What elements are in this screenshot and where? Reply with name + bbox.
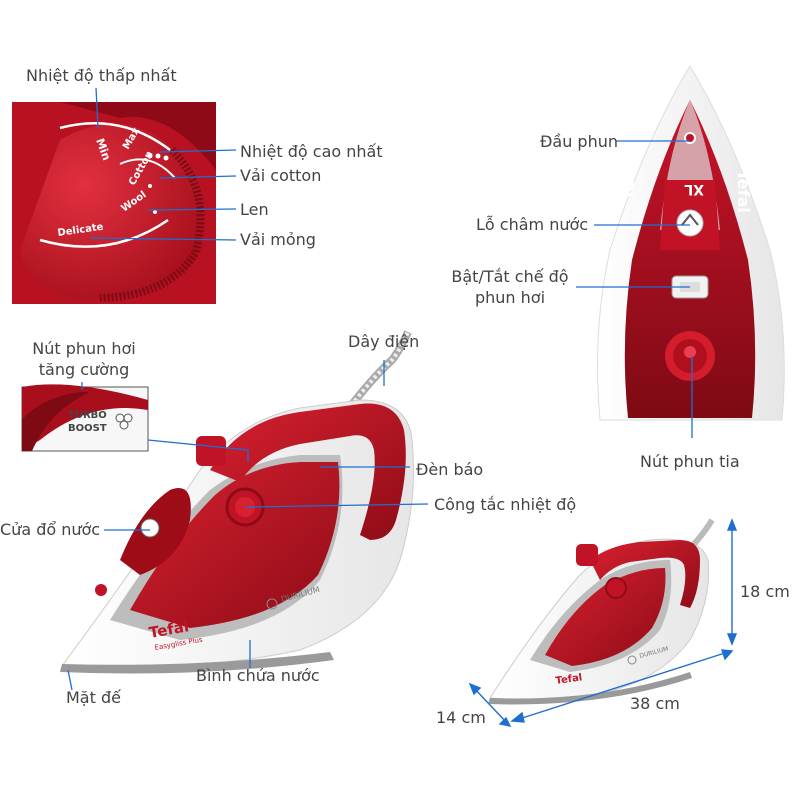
- label-turbo: Nút phun hơi tăng cường: [22, 338, 146, 380]
- dimension-arrows: [468, 518, 738, 727]
- svg-text:Tefal: Tefal: [619, 157, 638, 200]
- leader-lines: [67, 87, 693, 691]
- top-brand-text: Tefal: [734, 170, 753, 213]
- label-water-door: Cửa đổ nước: [0, 520, 101, 539]
- dimension-width: 14 cm: [436, 708, 486, 727]
- label-turbo-line2: tăng cường: [38, 360, 130, 379]
- label-turbo-line1: Nút phun hơi: [32, 339, 136, 358]
- label-indicator-light: Đèn báo: [416, 460, 484, 479]
- label-cotton: Vải cotton: [240, 166, 322, 185]
- top-xl-text: XL: [684, 181, 704, 197]
- label-nozzle: Đầu phun: [540, 132, 619, 151]
- label-steam-toggle-line1: Bật/Tắt chế độ: [451, 267, 569, 286]
- label-soleplate: Mặt đế: [66, 688, 121, 707]
- dimension-height: 18 cm: [740, 582, 790, 601]
- label-steam-toggle-line2: phun hơi: [474, 288, 546, 307]
- turbo-text-2: BOOST: [68, 423, 107, 434]
- label-delicate: Vải mỏng: [240, 230, 316, 249]
- turbo-text-1: TURBO: [68, 410, 107, 421]
- label-tank: Bình chứa nước: [196, 666, 320, 685]
- label-fill-hole: Lỗ châm nước: [476, 215, 589, 234]
- svg-text:XL: XL: [108, 540, 127, 561]
- dimension-length: 38 cm: [630, 694, 680, 713]
- iron-dimension-view: Tefal DURILIUM: [488, 518, 715, 705]
- label-temp-max: Nhiệt độ cao nhất: [240, 142, 383, 161]
- label-temp-min: Nhiệt độ thấp nhất: [26, 66, 177, 85]
- dial-closeup: Min Max Cotton Wool Delicate: [12, 102, 216, 304]
- svg-text:Tefal: Tefal: [555, 672, 583, 687]
- label-spray-button: Nút phun tia: [640, 452, 740, 471]
- iron-main-side-view: XL Tefal Easygliss Plus DURILIUM: [60, 330, 414, 674]
- label-temp-switch: Công tắc nhiệt độ: [434, 495, 577, 514]
- label-wool: Len: [240, 200, 269, 219]
- label-cord: Dây điện: [348, 332, 420, 351]
- label-steam-toggle: Bật/Tắt chế độ phun hơi: [440, 266, 580, 308]
- turbo-closeup: TURBO BOOST: [21, 384, 149, 452]
- iron-top-view: XL Tefal Tefal: [597, 65, 785, 421]
